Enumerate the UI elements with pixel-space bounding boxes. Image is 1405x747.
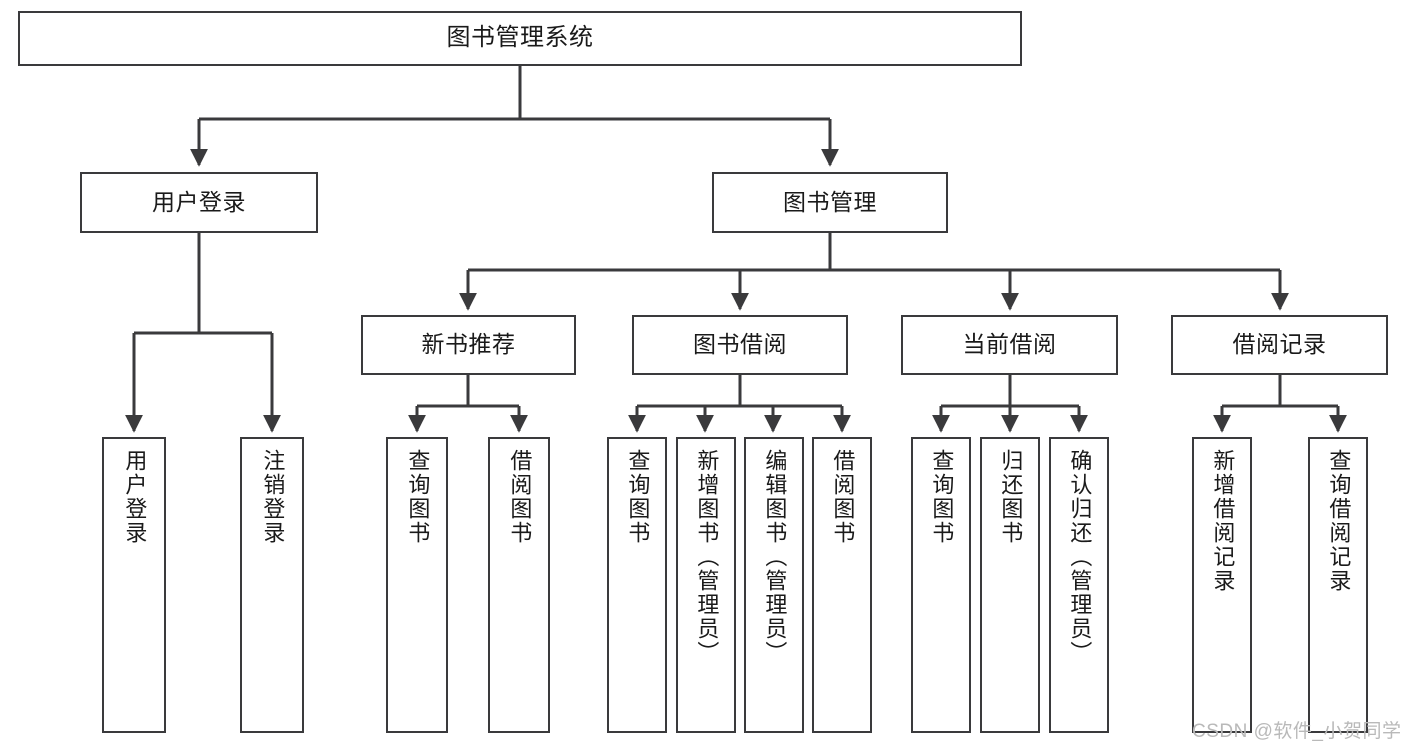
leaf-query-book-3[interactable]: 查询图书 [911, 437, 971, 733]
leaf-borrow-book-2[interactable]: 借阅图书 [812, 437, 872, 733]
leaf-user-login-label: 用户登录 [122, 449, 148, 545]
leaf-query-record[interactable]: 查询借阅记录 [1308, 437, 1368, 733]
watermark: CSDN @软件_小贺同学 [1192, 721, 1402, 742]
node-new-book-rec[interactable]: 新书推荐 [361, 315, 576, 375]
leaf-return-book-label: 归还图书 [998, 449, 1024, 545]
node-current-borrow[interactable]: 当前借阅 [901, 315, 1118, 375]
leaf-confirm-return[interactable]: 确认归还（管理员） [1049, 437, 1109, 733]
leaf-logout-label: 注销登录 [260, 449, 286, 545]
leaf-add-record[interactable]: 新增借阅记录 [1192, 437, 1252, 733]
leaf-query-book-2[interactable]: 查询图书 [607, 437, 667, 733]
leaf-user-login[interactable]: 用户登录 [102, 437, 166, 733]
leaf-borrow-book-2-label: 借阅图书 [830, 449, 856, 545]
leaf-edit-book-label: 编辑图书（管理员） [762, 449, 788, 665]
leaf-edit-book[interactable]: 编辑图书（管理员） [744, 437, 804, 733]
node-user-login-label: 用户登录 [152, 188, 246, 215]
leaf-query-book-3-label: 查询图书 [929, 449, 955, 545]
leaf-query-record-label: 查询借阅记录 [1326, 449, 1352, 593]
node-root-label: 图书管理系统 [446, 24, 594, 52]
leaf-query-book-1-label: 查询图书 [405, 449, 431, 545]
node-current-borrow-label: 当前借阅 [962, 331, 1057, 358]
node-book-manage[interactable]: 图书管理 [712, 172, 948, 233]
node-borrow-record[interactable]: 借阅记录 [1171, 315, 1388, 375]
node-root[interactable]: 图书管理系统 [18, 11, 1022, 66]
leaf-query-book-1[interactable]: 查询图书 [386, 437, 448, 733]
node-book-borrow[interactable]: 图书借阅 [632, 315, 848, 375]
leaf-borrow-book-1[interactable]: 借阅图书 [488, 437, 550, 733]
leaf-add-book-label: 新增图书（管理员） [694, 449, 720, 665]
leaf-return-book[interactable]: 归还图书 [980, 437, 1040, 733]
node-user-login[interactable]: 用户登录 [80, 172, 318, 233]
node-book-borrow-label: 图书借阅 [693, 331, 787, 358]
leaf-borrow-book-1-label: 借阅图书 [507, 449, 533, 545]
leaf-add-record-label: 新增借阅记录 [1210, 449, 1236, 593]
leaf-confirm-return-label: 确认归还（管理员） [1067, 449, 1093, 665]
node-new-book-rec-label: 新书推荐 [421, 331, 516, 358]
leaf-add-book[interactable]: 新增图书（管理员） [676, 437, 736, 733]
node-borrow-record-label: 借阅记录 [1232, 331, 1327, 358]
node-book-manage-label: 图书管理 [783, 188, 877, 215]
leaf-query-book-2-label: 查询图书 [625, 449, 651, 545]
leaf-logout[interactable]: 注销登录 [240, 437, 304, 733]
